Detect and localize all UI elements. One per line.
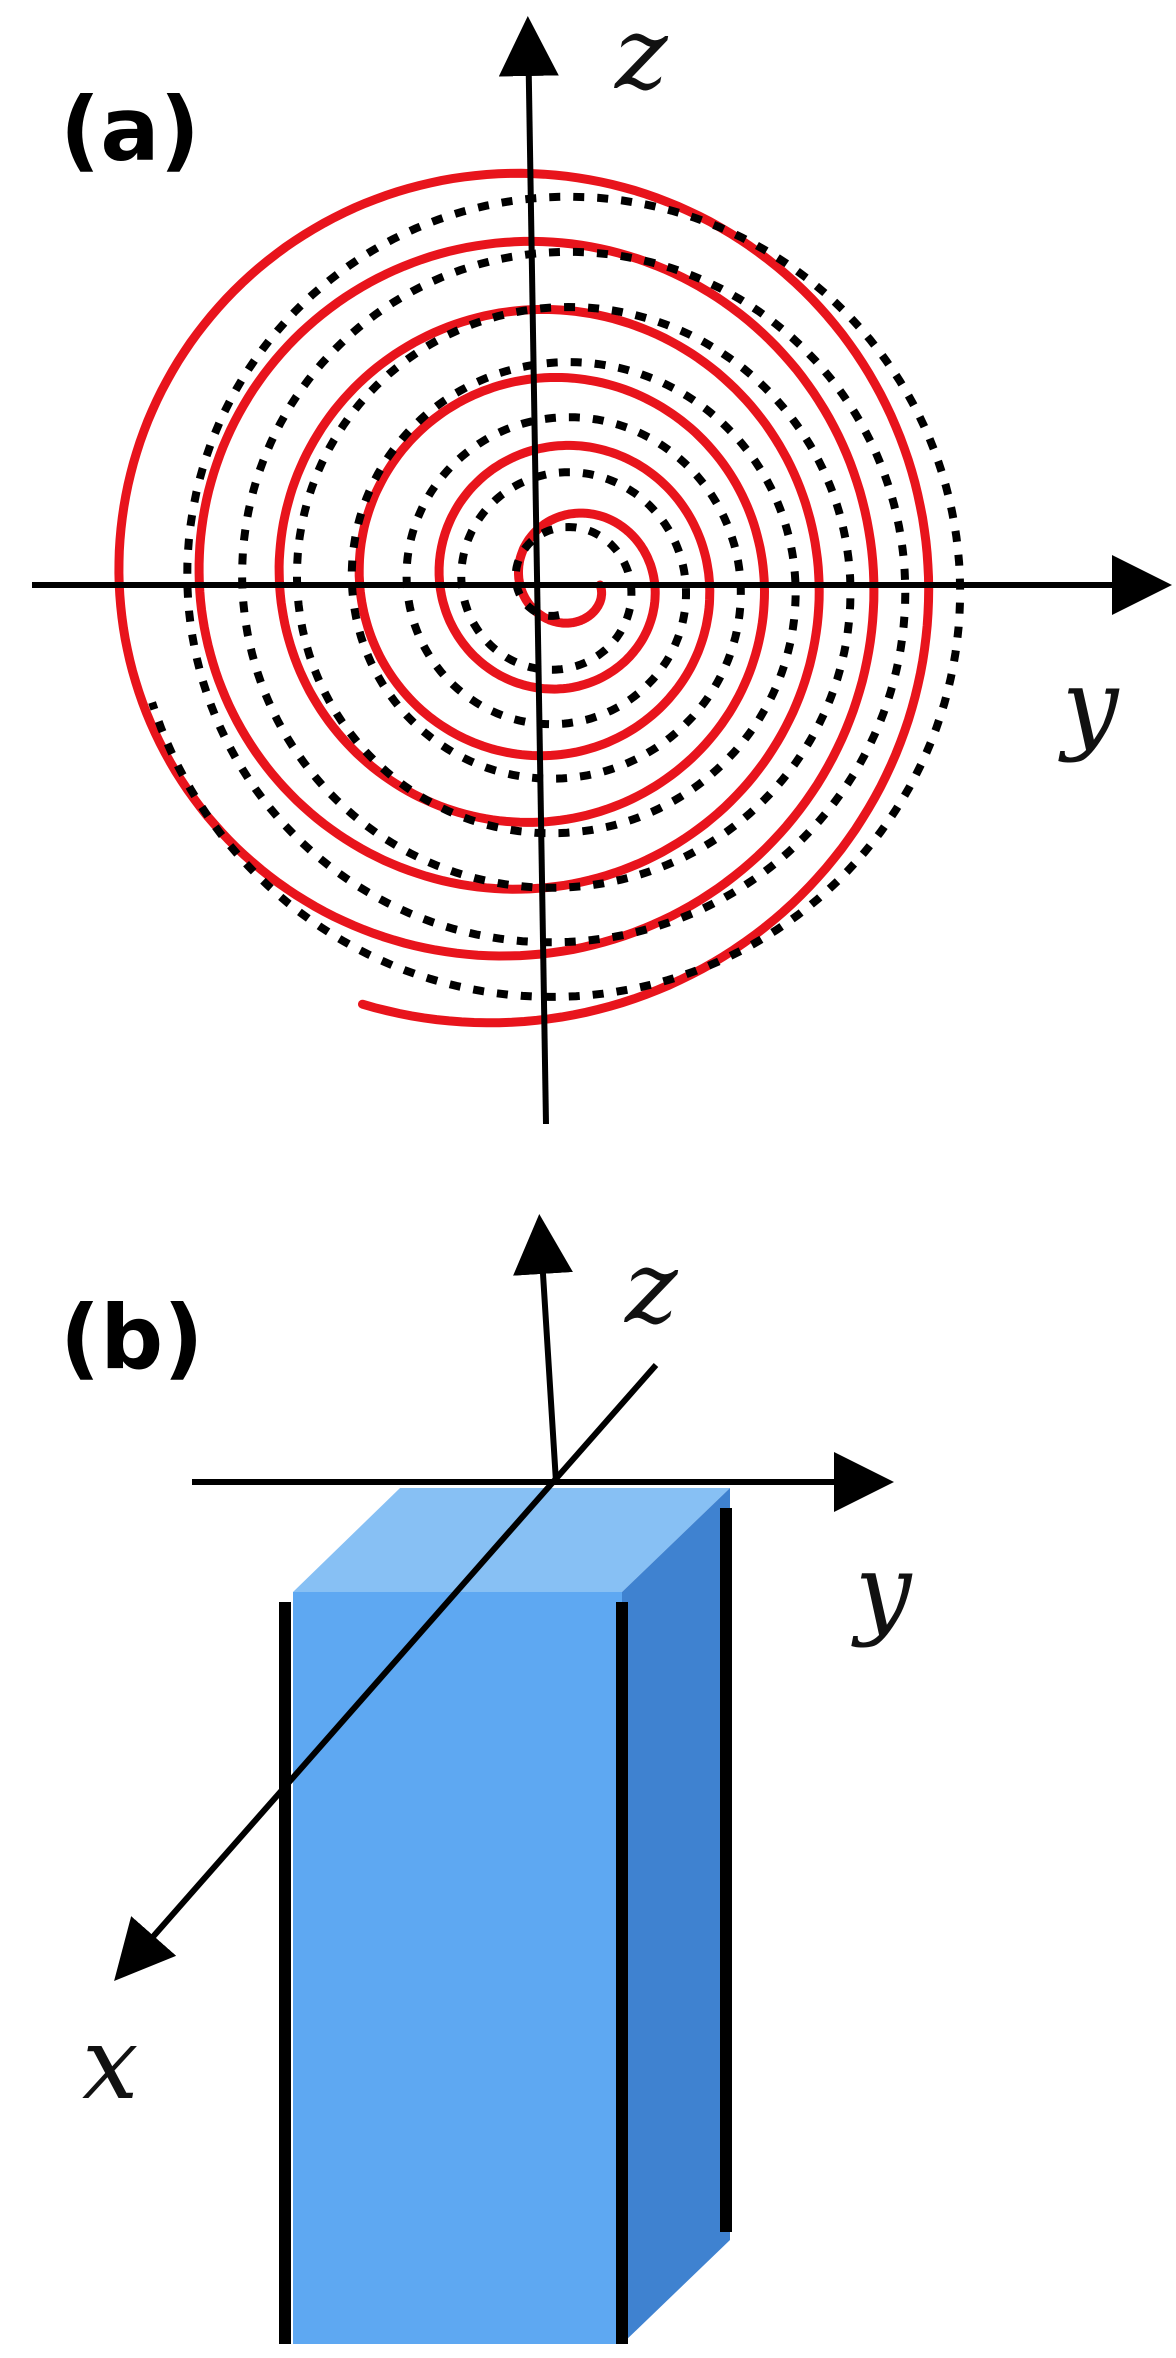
panel-b: (b) z y x: [60, 1214, 913, 2344]
z-axis-label-a: z: [614, 0, 669, 112]
spiral-dotted-black: [148, 192, 965, 1001]
z-axis-b: [513, 1214, 573, 1483]
panel-a: (a) z y: [32, 0, 1172, 1125]
block: [279, 1488, 732, 2344]
block-top-face: [293, 1488, 730, 1592]
block-side-face: [622, 1488, 730, 2344]
x-axis-label-b: x: [82, 2005, 138, 2122]
panel-a-label: (a): [60, 78, 200, 181]
z-axis-a: [498, 16, 559, 1125]
y-axis-label-b: y: [851, 1532, 913, 1649]
y-axis-label-a: y: [1058, 647, 1120, 764]
panel-b-label: (b): [60, 1286, 203, 1389]
x-axis-b: [114, 1363, 659, 1982]
spiral-solid-red: [114, 168, 934, 1028]
z-axis-label-b: z: [624, 1229, 679, 1346]
block-front-face: [293, 1592, 622, 2344]
spiral-group: [114, 168, 965, 1028]
